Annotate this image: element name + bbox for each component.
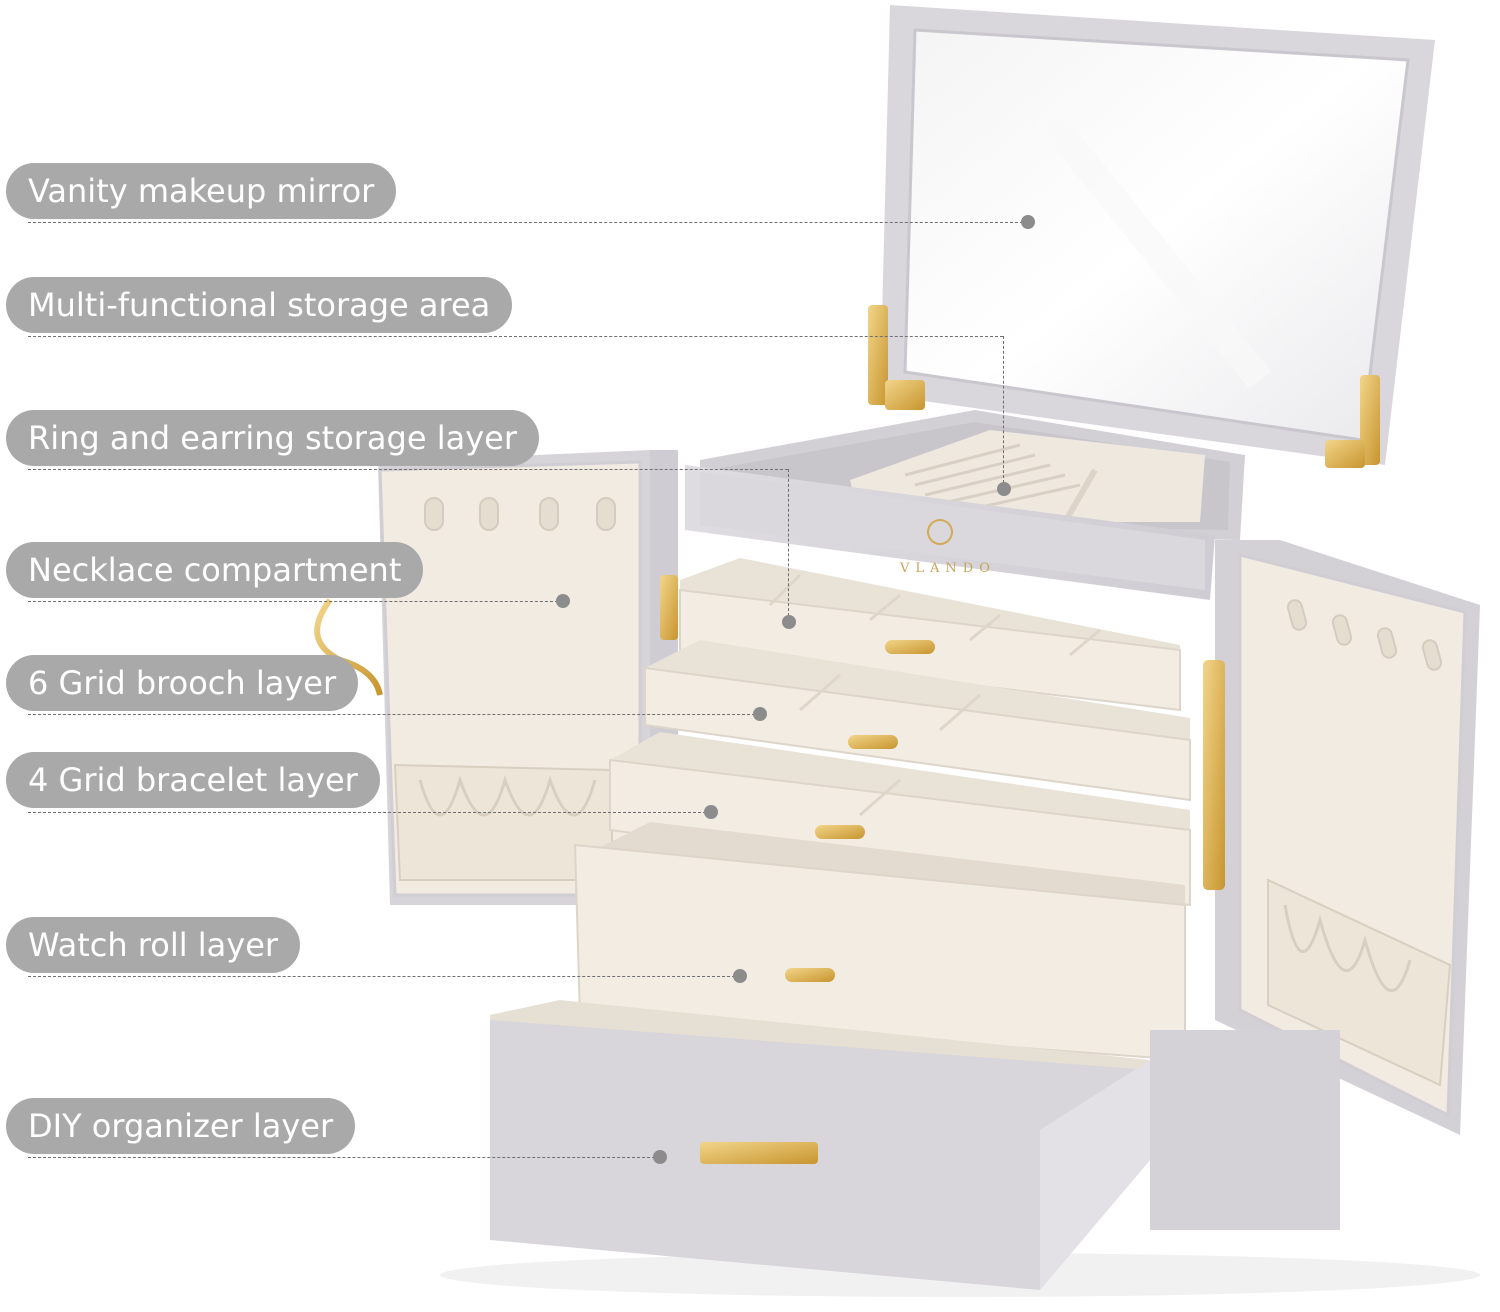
left-door (314, 450, 678, 910)
drawer-5 (490, 1000, 1150, 1290)
front-panel: VLANDO (685, 465, 1215, 600)
callout-dot-diy (653, 1150, 667, 1164)
callout-dot-necklace (556, 594, 570, 608)
mirror-lid (880, 5, 1435, 465)
label-vanity-mirror: Vanity makeup mirror (6, 163, 397, 219)
label-bracelet-layer: 4 Grid bracelet layer (6, 752, 380, 808)
leader-line-storage (28, 336, 1003, 337)
leader-line-brooch (28, 714, 760, 715)
callout-dot-storage (997, 482, 1011, 496)
label-diy-organizer-layer: DIY organizer layer (6, 1098, 356, 1154)
leader-line-mirror (28, 222, 1028, 223)
brand-logo-text: VLANDO (899, 561, 996, 576)
leader-line-storage-vertical (1003, 336, 1004, 488)
leader-line-diy (28, 1157, 660, 1158)
leader-line-bracelet (28, 812, 711, 813)
label-necklace-compartment: Necklace compartment (6, 542, 424, 598)
leader-line-ring-vertical (788, 469, 789, 621)
label-brooch-layer: 6 Grid brooch layer (6, 655, 359, 711)
label-storage-area: Multi-functional storage area (6, 277, 513, 333)
lid-hinges (868, 305, 1380, 468)
callout-dot-watch (733, 969, 747, 983)
right-door (660, 540, 1480, 1135)
leader-line-watch (28, 976, 740, 977)
label-watch-roll-layer: Watch roll layer (6, 917, 301, 973)
callout-dot-bracelet (704, 805, 718, 819)
label-ring-earring-layer: Ring and earring storage layer (6, 410, 539, 466)
callout-dot-mirror (1021, 215, 1035, 229)
drawer-4 (573, 822, 1186, 1062)
callout-dot-ring (782, 615, 796, 629)
leader-line-necklace (28, 601, 563, 602)
drawer-2 (644, 640, 1191, 802)
callout-dot-brooch (753, 707, 767, 721)
leader-line-ring (28, 469, 788, 470)
drawer-1 (679, 558, 1181, 712)
